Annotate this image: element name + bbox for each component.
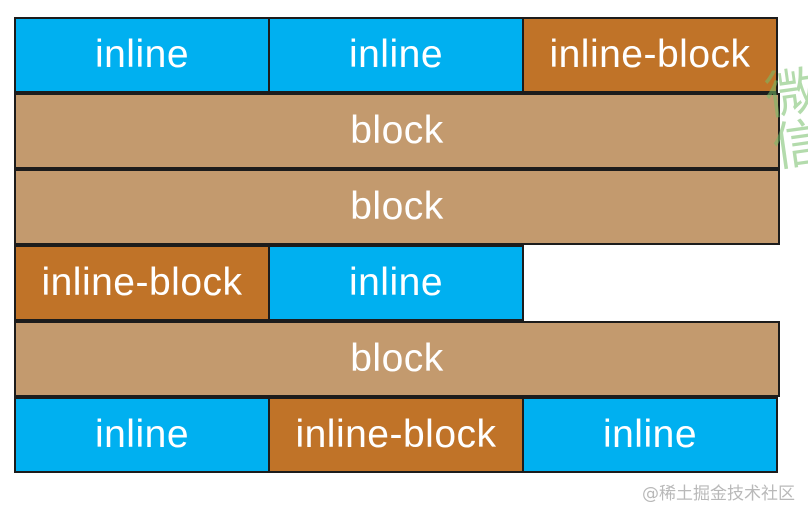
inline-box: inline — [14, 397, 270, 473]
row-4: inline-block inline — [14, 245, 780, 321]
inline-block-box: inline-block — [14, 245, 270, 321]
inline-box: inline — [522, 397, 778, 473]
box-layout-diagram: inline inline inline-block block block i… — [14, 17, 780, 473]
block-box: block — [14, 321, 780, 397]
block-box: block — [14, 93, 780, 169]
row-6: inline inline-block inline — [14, 397, 780, 473]
inline-box: inline — [268, 245, 524, 321]
row-2: block — [14, 93, 780, 169]
row-1: inline inline inline-block — [14, 17, 780, 93]
inline-block-box: inline-block — [268, 397, 524, 473]
footer-watermark: @稀土掘金技术社区 — [642, 484, 795, 504]
inline-box: inline — [268, 17, 524, 93]
inline-block-box: inline-block — [522, 17, 778, 93]
inline-box: inline — [14, 17, 270, 93]
block-box: block — [14, 169, 780, 245]
row-3: block — [14, 169, 780, 245]
row-5: block — [14, 321, 780, 397]
